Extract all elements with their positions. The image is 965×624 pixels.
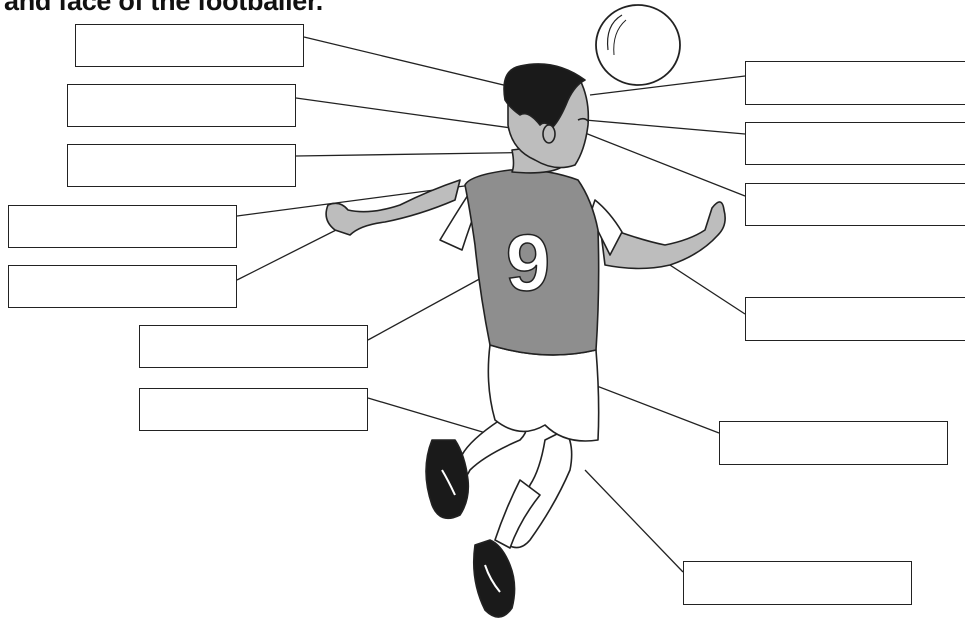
ear — [543, 125, 555, 143]
leader-line-head — [590, 76, 745, 95]
left-arm — [326, 180, 460, 235]
footballer-figure — [326, 64, 725, 617]
leader-line-leg — [585, 470, 683, 572]
leader-line-hair — [304, 37, 516, 88]
leader-line-knee — [368, 398, 496, 436]
leader-line-eye — [585, 120, 745, 134]
leader-line-hand — [237, 223, 350, 280]
leader-line-nose — [580, 131, 745, 196]
front-boot — [474, 540, 515, 617]
jersey-number: 9 — [506, 218, 551, 307]
ball-icon — [596, 5, 680, 85]
shorts — [488, 345, 598, 441]
